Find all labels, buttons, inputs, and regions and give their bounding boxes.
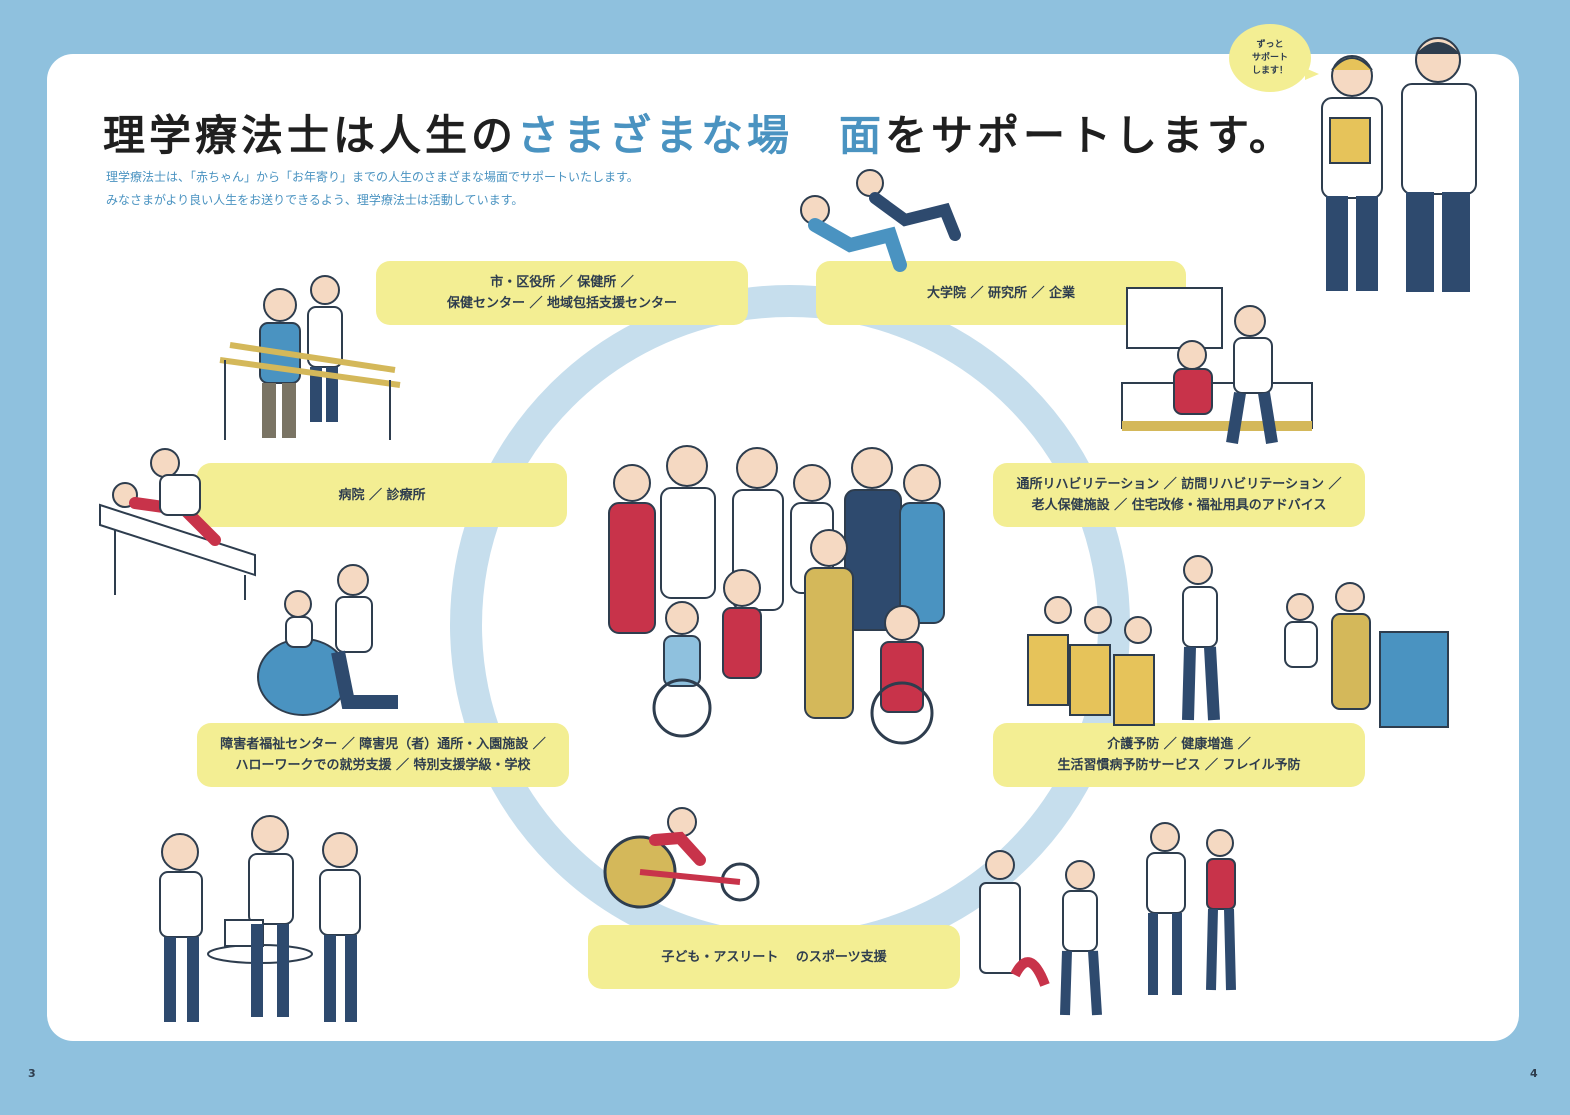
wheelchair-athlete-illustration [603, 807, 760, 909]
intro-line-1: 理学療法士は、「赤ちゃん」から「お年寄り」までの人生のさまざまな場面でサポートい… [106, 170, 639, 184]
therapists-illustration [1321, 37, 1477, 292]
page-number-left: 3 [28, 1067, 36, 1080]
exercise-class-illustration [1027, 555, 1220, 726]
page-number-right: 4 [1530, 1067, 1538, 1080]
baby-balance-ball-illustration [257, 564, 398, 716]
label-university: 大学院 ／ 研究所 ／ 企業 [816, 261, 1186, 325]
sports-medicine-illustration [979, 822, 1236, 1016]
team-meeting-illustration [159, 815, 361, 1022]
label-disability-welfare: 障害者福祉センター ／ 障害児（者）通所・入園施設 ／ ハローワークでの就労支援… [197, 723, 569, 787]
home-visit-illustration [1121, 287, 1313, 444]
family-group-illustration [608, 445, 945, 745]
intro-line-2: みなさまがより良い人生をお送りできるよう、理学療法士は活動しています。 [106, 193, 524, 207]
treatment-table-illustration [99, 448, 256, 600]
intro-text: 理学療法士は、「赤ちゃん」から「お年寄り」までの人生のさまざまな場面でサポートい… [106, 166, 639, 212]
label-prevention: 介護予防 ／ 健康増進 ／ 生活習慣病予防サービス ／ フレイル予防 [993, 723, 1365, 787]
consultation-illustration [1284, 582, 1449, 728]
speech-bubble: ずっと サポート します！ [1229, 24, 1319, 92]
label-home-rehab: 通所リハビリテーション ／ 訪問リハビリテーション ／ 老人保健施設 ／ 住宅改… [993, 463, 1365, 527]
parallel-bars-illustration [219, 275, 401, 440]
label-hospital: 病院 ／ 診療所 [197, 463, 567, 527]
page-title: 理学療法士は人生のさまざまな場 面をサポートします。 [103, 111, 1295, 160]
label-sports: 子ども・アスリート のスポーツ支援 [588, 925, 960, 989]
athletes-situp-illustration [800, 169, 961, 272]
label-city-office: 市・区役所 ／ 保健所 ／ 保健センター ／ 地域包括支援センター [376, 261, 748, 325]
